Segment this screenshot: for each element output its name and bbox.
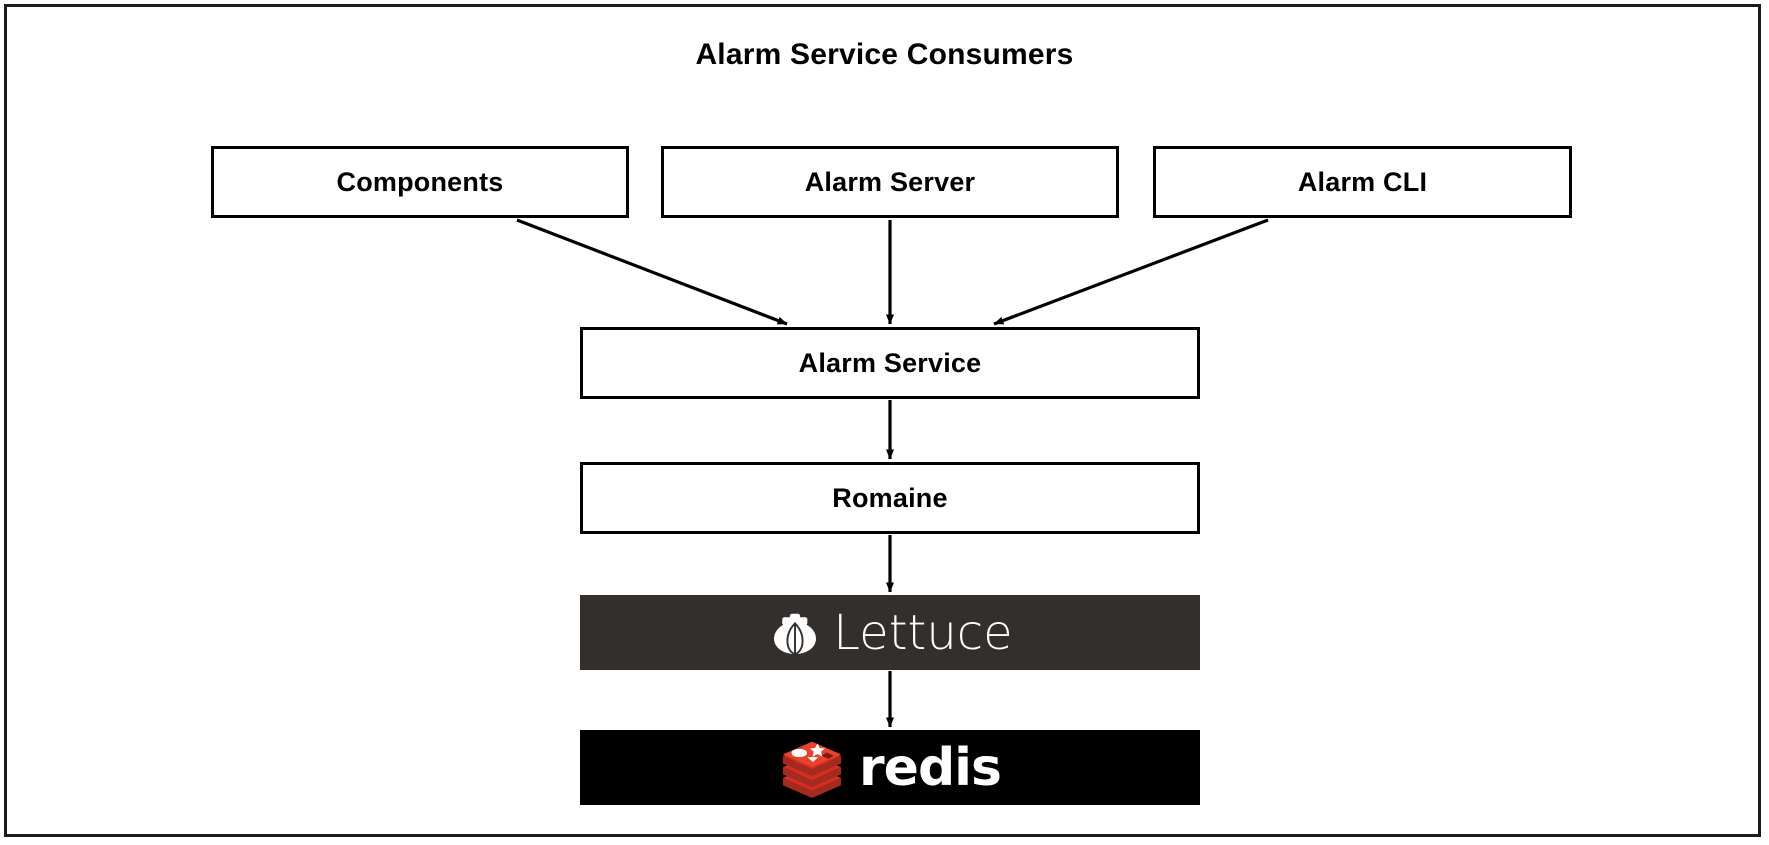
node-redis[interactable]: redis	[580, 730, 1200, 805]
node-alarm-service-label: Alarm Service	[798, 347, 982, 378]
node-alarm-server-label: Alarm Server	[804, 166, 976, 197]
node-lettuce-label: Lettuce	[833, 604, 1013, 661]
node-alarm-cli[interactable]: Alarm CLI	[1153, 146, 1572, 218]
diagram-title: Alarm Service Consumers	[695, 38, 1074, 71]
lettuce-leaf-logo-icon	[767, 605, 823, 661]
diagram-outer-border	[4, 4, 1761, 837]
node-components[interactable]: Components	[211, 146, 629, 218]
node-alarm-service[interactable]: Alarm Service	[580, 327, 1200, 399]
node-alarm-cli-label: Alarm CLI	[1297, 166, 1428, 197]
node-lettuce[interactable]: Lettuce	[580, 595, 1200, 670]
node-redis-label: redis	[859, 737, 1002, 798]
redis-stack-cube-logo-icon	[779, 738, 845, 798]
node-alarm-server[interactable]: Alarm Server	[661, 146, 1119, 218]
node-romaine-label: Romaine	[832, 482, 948, 513]
node-components-label: Components	[336, 166, 504, 197]
node-romaine[interactable]: Romaine	[580, 462, 1200, 534]
